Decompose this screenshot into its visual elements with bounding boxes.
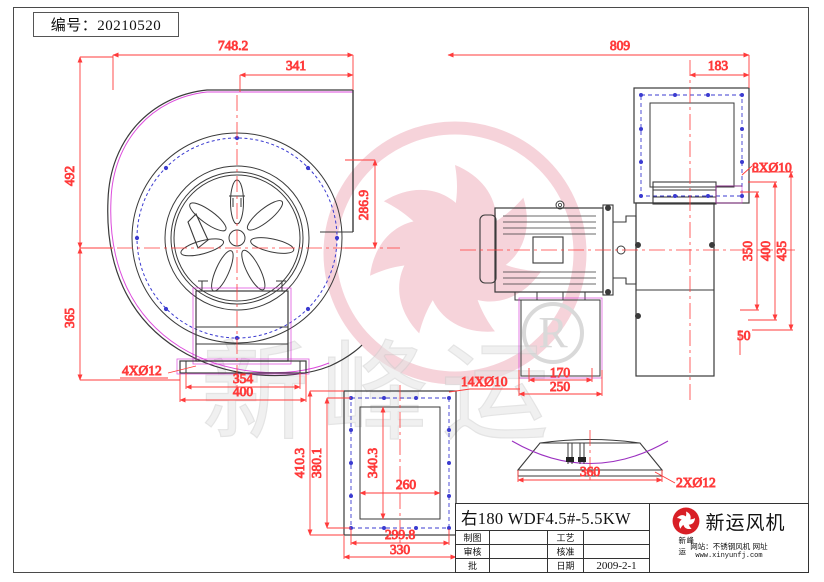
svg-text:R: R — [538, 308, 568, 357]
row-value-batch[interactable] — [490, 559, 548, 572]
row-value-process[interactable] — [584, 531, 649, 544]
title-block: 右180 WDF4.5#-5.5KW 制图 工艺 审核 核准 批 — [455, 503, 809, 573]
dim-2x12-text: 2XØ12 — [676, 475, 716, 490]
row-label-approval: 核准 — [548, 545, 584, 558]
dim-250-text: 250 — [550, 379, 571, 394]
dim-340-3: 340.3 — [365, 406, 386, 520]
dim-365: 365 — [62, 247, 180, 381]
dim-50-text: 50 — [737, 328, 751, 343]
title-block-left: 右180 WDF4.5#-5.5KW 制图 工艺 审核 核准 批 — [456, 504, 650, 572]
center-lines — [90, 60, 795, 545]
dim-4x12-text: 4XØ12 — [122, 363, 162, 378]
dim-14x10-leader: 14XØ10 — [448, 374, 520, 393]
dim-330: 330 — [343, 536, 457, 560]
table-row: 制图 工艺 — [456, 531, 649, 545]
dim-286-9: 286.9 — [345, 159, 378, 249]
dim-365-text: 365 — [62, 308, 77, 329]
brand-name: 新运风机 — [705, 511, 786, 534]
dim-183: 183 — [689, 58, 750, 78]
row-value-date: 2009-2-1 — [596, 559, 637, 572]
dim-410-3: 410.3 — [292, 390, 344, 536]
dim-250: 250 — [518, 370, 603, 397]
website-line-2: www.xinyunfj.com — [695, 552, 763, 561]
dim-380-1: 380.1 — [309, 397, 351, 529]
drawing-number-text: 编号：20210520 — [50, 18, 162, 34]
dim-400-side-text: 400 — [758, 241, 773, 262]
dim-340-3-text: 340.3 — [365, 448, 380, 479]
dim-2x12-leader: 2XØ12 — [654, 471, 716, 490]
dim-330-text: 330 — [390, 542, 411, 557]
table-row: 审核 核准 — [456, 545, 649, 559]
dim-8x10-text: 8XØ10 — [752, 160, 792, 175]
dim-4x12-leader: 4XØ12 — [120, 363, 197, 379]
dim-435-text: 435 — [774, 241, 789, 262]
dim-350-text: 350 — [740, 241, 755, 262]
brand-row: 新峰运 新运风机 — [672, 507, 786, 556]
dim-14x10-text: 14XØ10 — [461, 374, 508, 389]
dim-354: 354 — [185, 371, 301, 390]
dim-410-3-text: 410.3 — [292, 448, 307, 479]
dim-183-text: 183 — [708, 58, 729, 73]
dim-400-base-text: 400 — [233, 384, 254, 399]
registered-watermark-icon: R — [522, 302, 584, 364]
brand-watermark-text: 新 峰 运 — [200, 330, 549, 456]
row-label-date: 日期 — [548, 559, 584, 572]
website-info: 网站：不锈钢风机 网址 www.xinyunfj.com — [690, 542, 767, 562]
dim-492-text: 492 — [62, 166, 77, 186]
dim-170: 170 — [528, 365, 593, 383]
dim-360: 360 — [517, 464, 663, 483]
table-row: 批 日期 2009-2-1 — [456, 559, 649, 572]
dim-260: 260 — [359, 477, 441, 496]
sheet-border — [13, 7, 809, 573]
title-block-brand: 新峰运 新运风机 网站：不锈钢风机 网址 www.xinyunfj.com — [650, 504, 808, 572]
dim-748-2-text: 748.2 — [218, 38, 248, 53]
dim-380-1-text: 380.1 — [309, 448, 324, 478]
dim-354-text: 354 — [233, 371, 254, 386]
dim-299-8-text: 299.8 — [385, 527, 416, 542]
row-value-review[interactable] — [490, 545, 548, 558]
dim-360-text: 360 — [580, 464, 601, 479]
logo-subtext: 新峰运 — [678, 536, 695, 556]
dim-350: 350 — [740, 191, 760, 311]
row-label-process: 工艺 — [548, 531, 584, 544]
fan-watermark-icon — [323, 121, 587, 385]
row-label-review: 审核 — [456, 545, 490, 558]
dim-400-base: 400 — [179, 374, 307, 403]
row-value-approval[interactable] — [584, 545, 649, 558]
dim-260-text: 260 — [396, 477, 417, 492]
svg-text:新: 新 — [201, 331, 309, 456]
svg-text:峰: 峰 — [321, 331, 429, 456]
front-view-pedestal — [176, 280, 310, 375]
row-value-drafter[interactable] — [490, 531, 548, 544]
dim-809: 809 — [447, 38, 750, 88]
dim-809-text: 809 — [610, 38, 631, 53]
dim-435: 435 — [752, 171, 794, 331]
drawing-number-box: 编号：20210520 — [33, 12, 179, 37]
dim-299-8: 299.8 — [350, 527, 450, 546]
model-designation: 右180 WDF4.5#-5.5KW — [456, 504, 649, 531]
dim-170-text: 170 — [550, 365, 571, 380]
company-logo-icon: 新峰运 — [672, 507, 700, 556]
dim-8x10-leader: 8XØ10 — [741, 160, 792, 175]
dim-748-2: 748.2 — [112, 38, 354, 90]
dim-50: 50 — [737, 328, 751, 355]
dim-286-9-text: 286.9 — [356, 190, 371, 221]
dim-492: 492 — [62, 56, 113, 249]
row-label-drafter: 制图 — [456, 531, 490, 544]
website-line-1: 网站：不锈钢风机 网址 — [690, 542, 768, 551]
row-label-batch: 批 — [456, 559, 490, 572]
dim-341-text: 341 — [286, 58, 306, 73]
dim-400-side: 400 — [748, 181, 778, 321]
approval-grid: 制图 工艺 审核 核准 批 日期 2009-2-1 — [456, 531, 649, 572]
dim-341: 341 — [239, 58, 354, 92]
side-view-outlet-flange — [633, 87, 750, 205]
